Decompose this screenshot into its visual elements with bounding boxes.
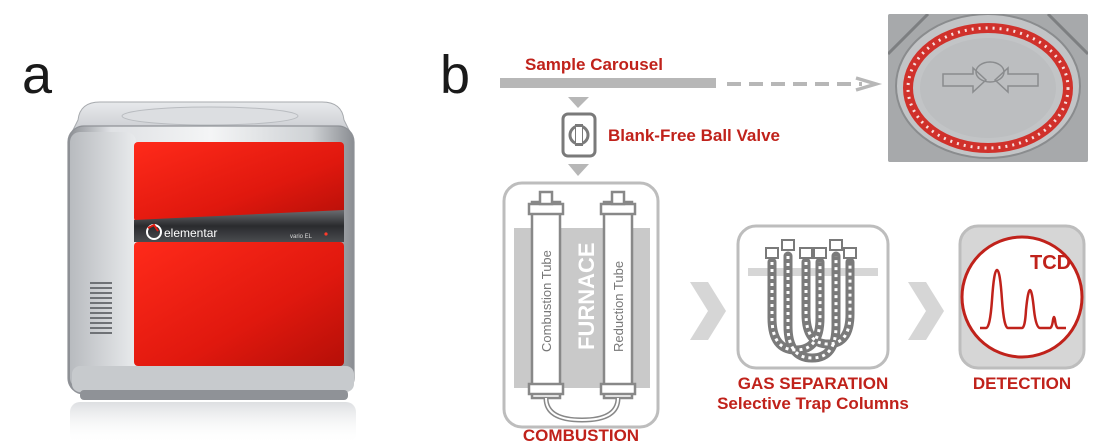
combustion-label: COMBUSTION [522,426,640,445]
panel-a-letter: a [22,45,53,105]
reduction-tube-label: Reduction Tube [611,261,626,352]
chromatogram-trace [980,268,1066,330]
ball-valve-icon [561,112,597,158]
carousel-photo [888,14,1088,162]
flow-arrow-1 [690,282,726,340]
gas-separation-label: GAS SEPARATION [737,374,889,393]
down-arrow-1 [568,97,589,108]
elemental-analyzer-image: elementar vario EL [67,101,356,444]
reduction-tube [599,190,637,400]
tcd-label: TCD [1030,252,1072,274]
trap-columns-label: Selective Trap Columns [717,394,909,413]
model-label: vario EL [290,234,313,240]
ball-valve-label: Blank-Free Ball Valve [608,126,780,145]
combustion-tube-label: Combustion Tube [539,250,554,352]
down-arrow-2 [568,164,589,176]
combustion-tube [527,190,565,400]
detection-label: DETECTION [972,374,1072,393]
sample-carousel-bar [500,78,716,88]
furnace-label: FURNACE [574,242,599,350]
sample-carousel-label: Sample Carousel [525,55,663,74]
panel-b-letter: b [440,45,471,105]
brand-logo-text: elementar [164,226,217,240]
flow-arrow-2 [908,282,944,340]
